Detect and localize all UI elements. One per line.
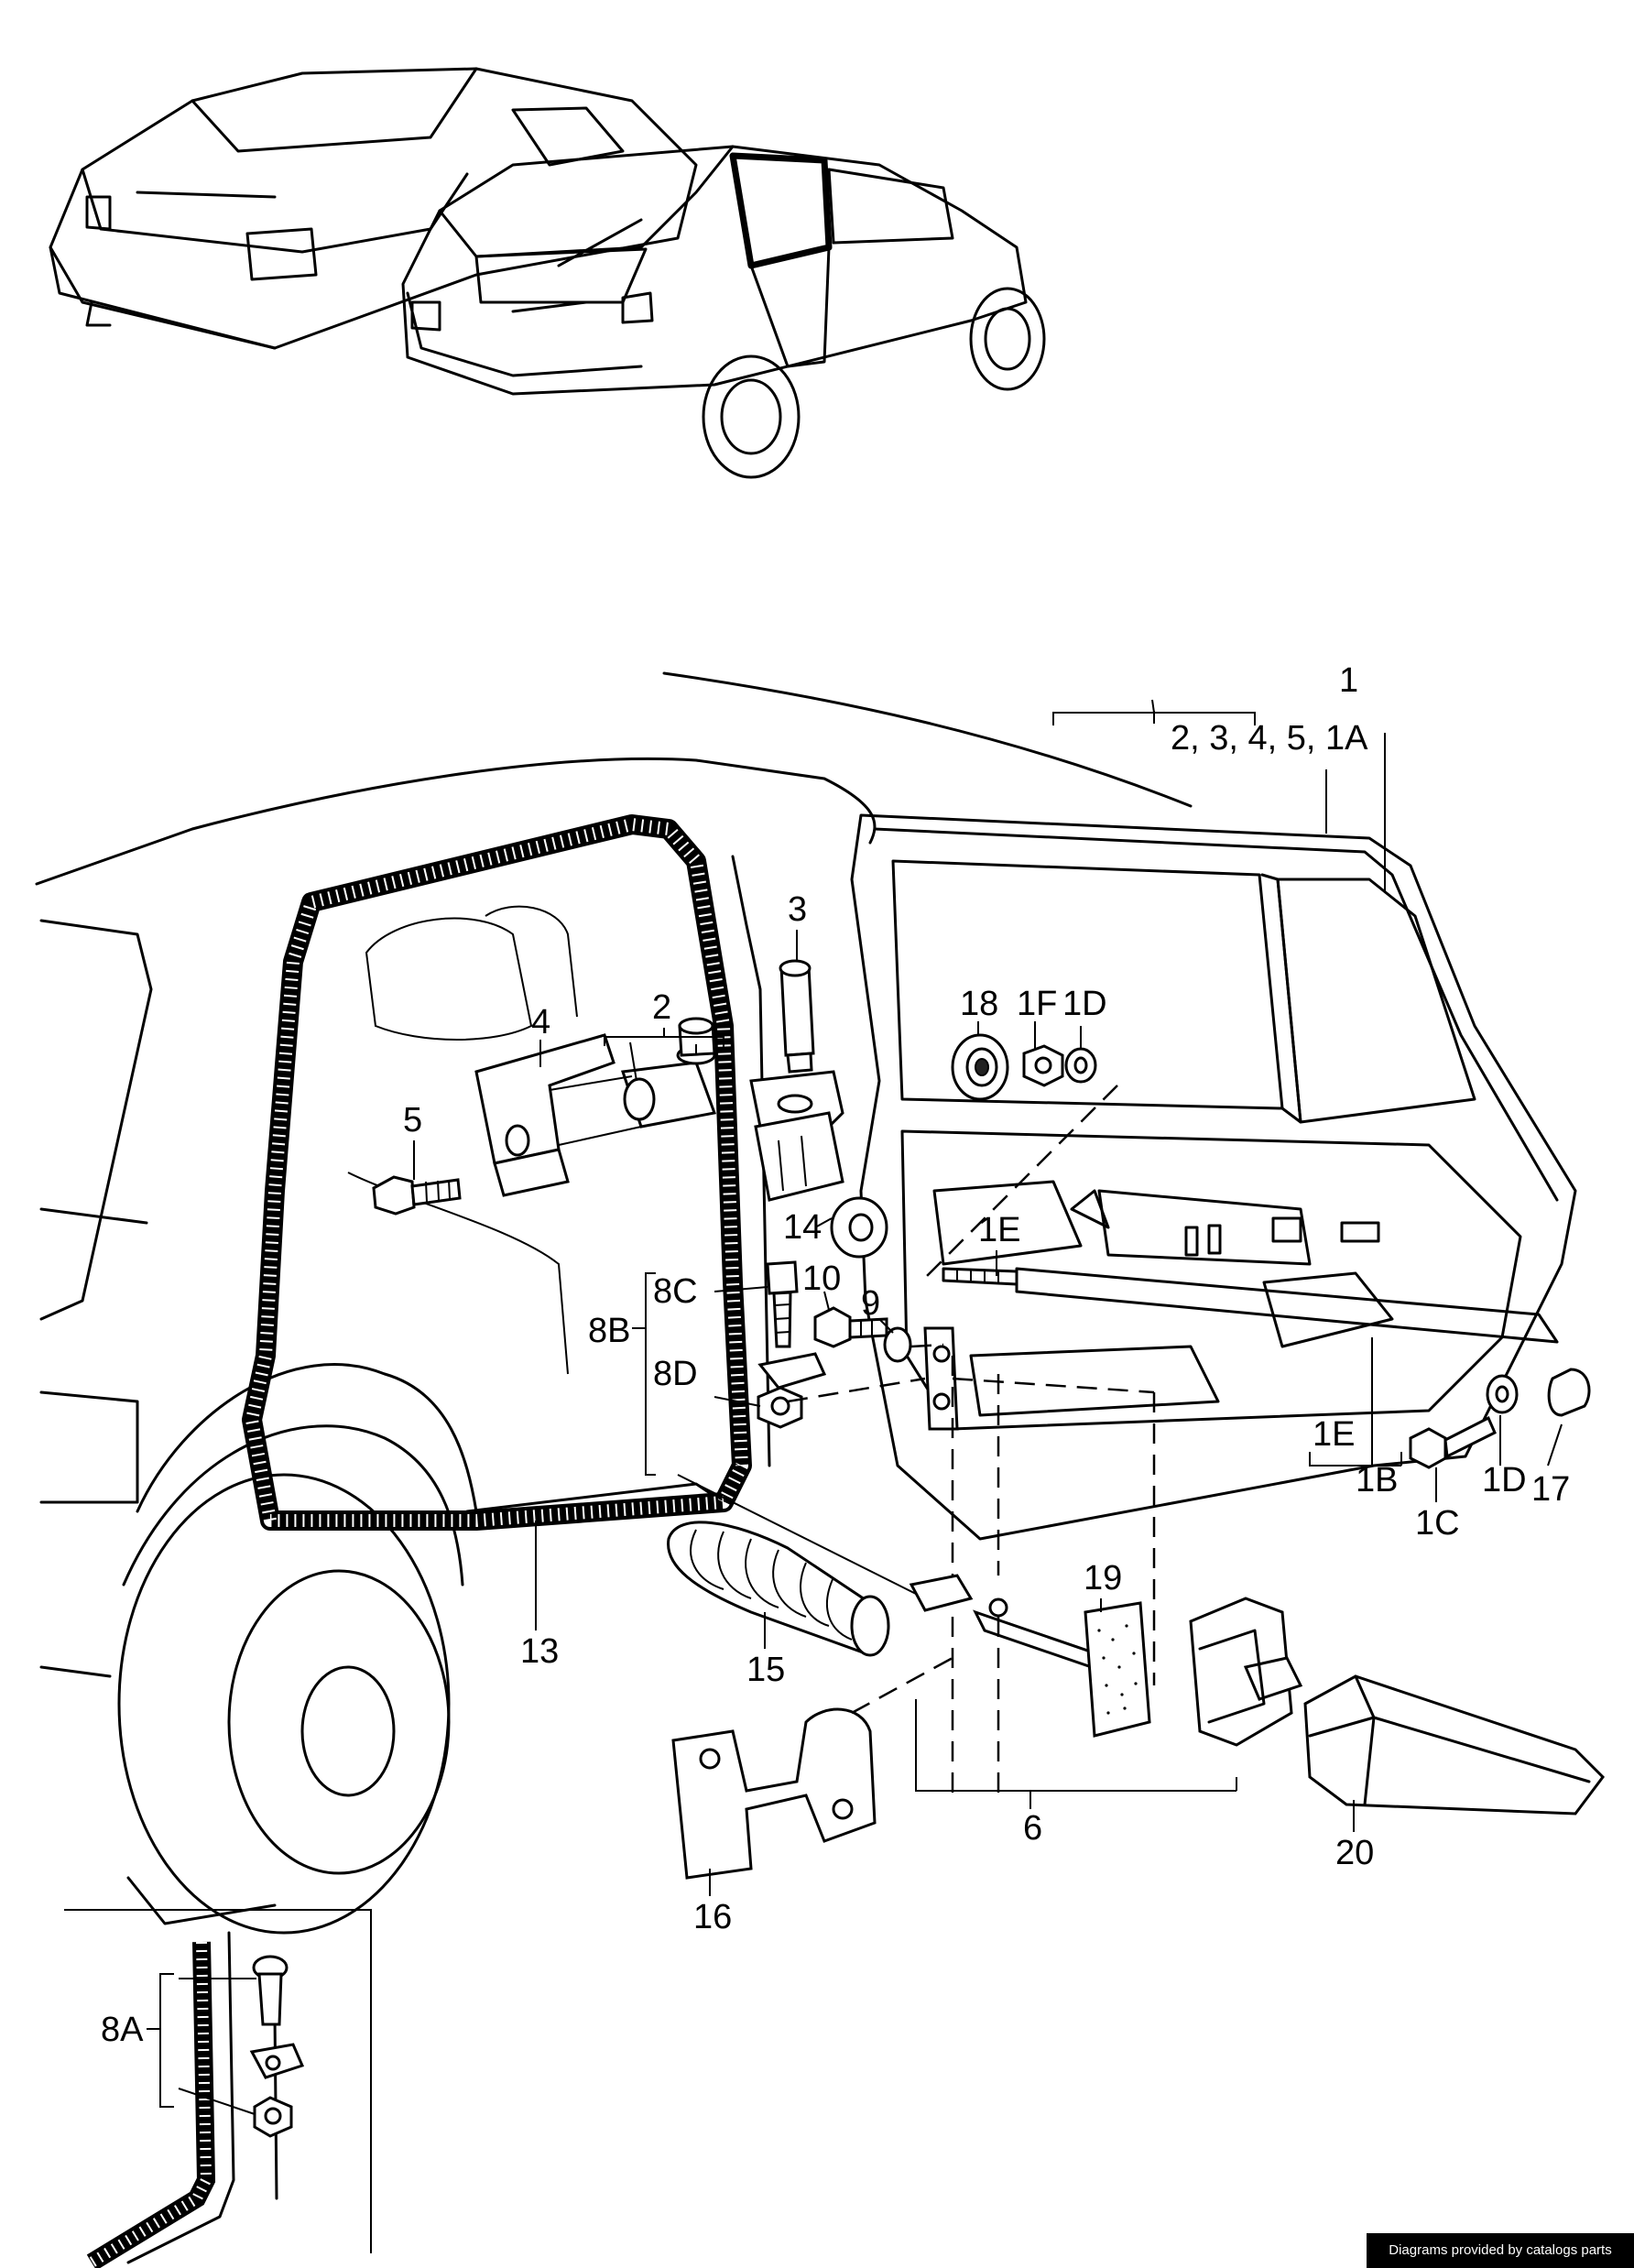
callout-19: 19 bbox=[1084, 1559, 1122, 1597]
callout-14: 14 bbox=[783, 1208, 822, 1247]
callout-1E-bottom: 1E bbox=[1313, 1415, 1355, 1454]
sedan-outline bbox=[49, 67, 698, 350]
diagram-credit-banner: Diagrams provided by catalogs parts bbox=[1367, 2233, 1634, 2268]
callout-3: 3 bbox=[788, 890, 807, 929]
callout-1E-top: 1E bbox=[978, 1211, 1020, 1249]
callout-10: 10 bbox=[802, 1259, 841, 1298]
callout-8A: 8A bbox=[101, 2011, 144, 2049]
callout-20: 20 bbox=[1335, 1834, 1374, 1872]
callout-2: 2 bbox=[652, 988, 671, 1027]
detail-inset-8A bbox=[64, 1909, 372, 2268]
vehicle-body bbox=[35, 671, 1193, 1935]
callout-15: 15 bbox=[746, 1651, 785, 1689]
callout-labels: 1 2, 3, 4, 5, 1A 2 3 4 5 18 1F 1D 14 1E … bbox=[101, 661, 1570, 2049]
callout-6: 6 bbox=[1023, 1809, 1042, 1848]
hinge-parts bbox=[372, 959, 844, 1216]
overview-vehicles bbox=[49, 67, 1046, 479]
callout-9: 9 bbox=[861, 1284, 880, 1323]
callout-18: 18 bbox=[960, 985, 998, 1023]
callout-5: 5 bbox=[403, 1101, 422, 1139]
callout-1-group: 2, 3, 4, 5, 1A bbox=[1171, 719, 1368, 758]
callout-1D-bottom: 1D bbox=[1482, 1461, 1527, 1499]
hatchback-outline bbox=[401, 145, 1046, 479]
callout-1D-top: 1D bbox=[1062, 985, 1107, 1023]
leader-lines bbox=[413, 699, 1563, 1896]
bar-fasteners bbox=[1409, 1368, 1591, 1469]
lower-parts bbox=[667, 1521, 1605, 1880]
callout-4: 4 bbox=[531, 1003, 550, 1041]
callout-13: 13 bbox=[520, 1632, 559, 1671]
callout-1B: 1B bbox=[1356, 1461, 1398, 1499]
callout-17: 17 bbox=[1531, 1470, 1570, 1509]
callout-8D: 8D bbox=[653, 1355, 698, 1393]
callout-8C: 8C bbox=[653, 1272, 698, 1311]
callout-1C: 1C bbox=[1415, 1504, 1460, 1543]
callout-8B: 8B bbox=[588, 1312, 630, 1350]
callout-1F: 1F bbox=[1017, 985, 1057, 1023]
callout-1: 1 bbox=[1339, 661, 1358, 700]
door-opening-seal bbox=[242, 814, 752, 1531]
callout-16: 16 bbox=[693, 1898, 732, 1936]
door-small-parts bbox=[757, 1033, 1097, 1429]
